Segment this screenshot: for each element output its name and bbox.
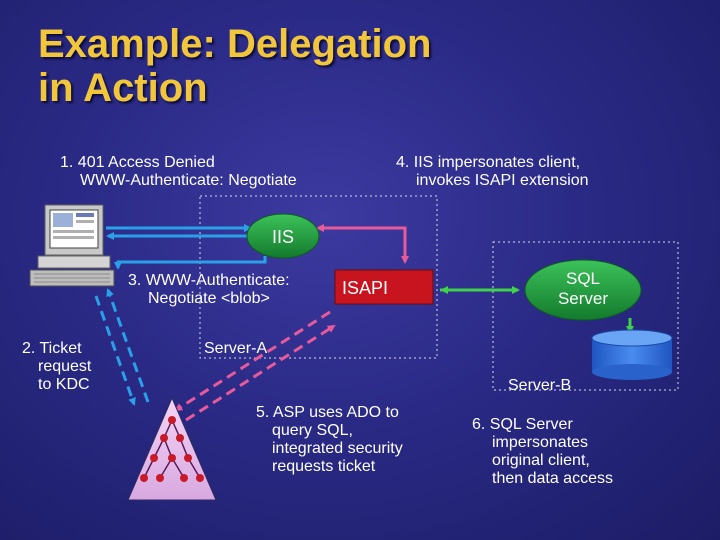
slide-title: Example: Delegation in Action — [38, 22, 431, 110]
arrow-client-to-kdc — [94, 295, 136, 406]
step-3-note: 3. WWW-Authenticate: Negotiate <blob> — [128, 272, 290, 308]
iis-label: IIS — [272, 227, 294, 247]
server-a-boundary — [199, 195, 438, 359]
arrow-iis-to-isapi — [320, 226, 409, 264]
sql-server-label-line2: Server — [558, 289, 608, 308]
step-6-note: 6. SQL Server impersonates original clie… — [472, 416, 613, 488]
step-1-note: 1. 401 Access Denied WWW-Authenticate: N… — [60, 154, 297, 190]
slide-title-line1: Example: Delegation — [38, 22, 432, 66]
step-3-line2: Negotiate <blob> — [148, 290, 270, 307]
server-b-boundary — [492, 241, 679, 391]
arrow-kdc-to-isapi — [185, 324, 336, 422]
iis-node — [246, 213, 320, 259]
step-5-line4: requests ticket — [272, 458, 376, 475]
client-computer-icon — [29, 204, 115, 287]
step-6-line1: 6. SQL Server — [472, 416, 573, 433]
step-4-note: 4. IIS impersonates client, invokes ISAP… — [396, 154, 589, 190]
step-6-line4: then data access — [492, 470, 613, 487]
server-a-label: Server-A — [204, 340, 267, 357]
isapi-box — [334, 269, 434, 305]
step-6-line3: original client, — [492, 452, 590, 469]
arrow-kdc-to-client — [106, 288, 150, 403]
isapi-label: ISAPI — [342, 278, 388, 298]
arrow-isapi-to-kdc — [174, 310, 331, 412]
step-2-line3: to KDC — [38, 376, 90, 393]
server-b-label: Server-B — [508, 377, 571, 394]
database-icon — [591, 329, 673, 380]
arrow-iis-to-client-blob — [114, 256, 267, 270]
step-2-line1: 2. Ticket — [22, 340, 82, 357]
step-5-line1: 5. ASP uses ADO to — [256, 404, 399, 421]
step-4-line1: 4. IIS impersonates client, — [396, 154, 581, 171]
step-5-note: 5. ASP uses ADO to query SQL, integrated… — [256, 404, 403, 476]
step-5-line3: integrated security — [272, 440, 403, 457]
step-5-line2: query SQL, — [272, 422, 353, 439]
step-6-line2: impersonates — [492, 434, 589, 451]
step-2-note: 2. Ticket request to KDC — [22, 340, 91, 394]
step-4-line2: invokes ISAPI extension — [416, 172, 589, 189]
slide-title-line2: in Action — [38, 66, 208, 110]
sql-server-node — [524, 259, 642, 321]
kdc-tree-icon — [127, 396, 217, 501]
step-1-line1: 1. 401 Access Denied — [60, 154, 215, 171]
step-3-line1: 3. WWW-Authenticate: — [128, 272, 290, 289]
step-1-line2: WWW-Authenticate: Negotiate — [80, 172, 297, 189]
step-2-line2: request — [38, 358, 92, 375]
sql-server-label-line1: SQL — [566, 269, 600, 288]
